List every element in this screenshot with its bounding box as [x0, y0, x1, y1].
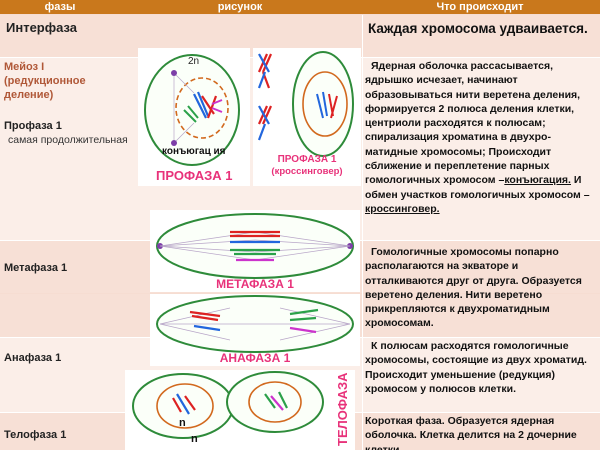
prophase-crossingover-figure: ПРОФАЗА 1 (кроссинговер)	[253, 48, 361, 186]
prophase-label: Профаза 1	[4, 120, 62, 132]
centriole-icon	[171, 140, 177, 146]
interphase-label: Интерфаза	[6, 20, 78, 35]
caption-metaphase: МЕТАФАЗА 1	[216, 277, 294, 291]
prophase-conjugation-figure: 2n конъюгац ия ПРОФАЗА 1	[138, 48, 250, 186]
label-n-2: n	[191, 433, 198, 445]
telophase-figure: n n ТЕЛОФАЗА 1	[125, 370, 355, 450]
metaphase-figure: МЕТАФАЗА 1	[150, 210, 360, 292]
label-conjugation: конъюгац ия	[162, 146, 226, 157]
anaphase-figure: АНАФАЗА 1	[150, 294, 360, 366]
header-phases: фазы	[44, 1, 76, 13]
prophase-desc: Ядерная оболочка рассасывается, ядрышко …	[365, 60, 590, 215]
anaphase-desc: К полюсам расходятся гомологичные хромос…	[365, 340, 587, 395]
header-drawing: рисунок	[217, 1, 263, 13]
caption-anaphase: АНАФАЗА 1	[220, 351, 291, 365]
label-2n: 2n	[188, 56, 199, 67]
telophase-desc: Короткая фаза. Образуется ядерная оболоч…	[365, 415, 577, 450]
metaphase-desc: Гомологичные хромосомы попарно располага…	[365, 246, 582, 330]
interphase-desc: Каждая хромосома удваивается.	[368, 21, 588, 36]
anaphase-label: Анафаза 1	[4, 352, 62, 364]
caption-prophase-crossing-1: ПРОФАЗА 1	[278, 154, 337, 165]
prophase-note: самая продолжительная	[8, 134, 128, 146]
caption-telophase: ТЕЛОФАЗА 1	[335, 370, 350, 446]
telophase-label: Телофаза 1	[4, 429, 67, 441]
meiosis-title: Мейоз I (редукционное деление)	[4, 61, 86, 101]
metaphase-label: Метафаза 1	[4, 262, 68, 274]
caption-prophase-1: ПРОФАЗА 1	[156, 168, 233, 183]
centriole-icon	[171, 70, 177, 76]
caption-prophase-crossing-2: (кроссинговер)	[271, 166, 342, 177]
table-header: фазы рисунок Что происходит	[0, 0, 600, 14]
label-n-1: n	[179, 417, 186, 429]
header-what-happens: Что происходит	[436, 1, 524, 13]
